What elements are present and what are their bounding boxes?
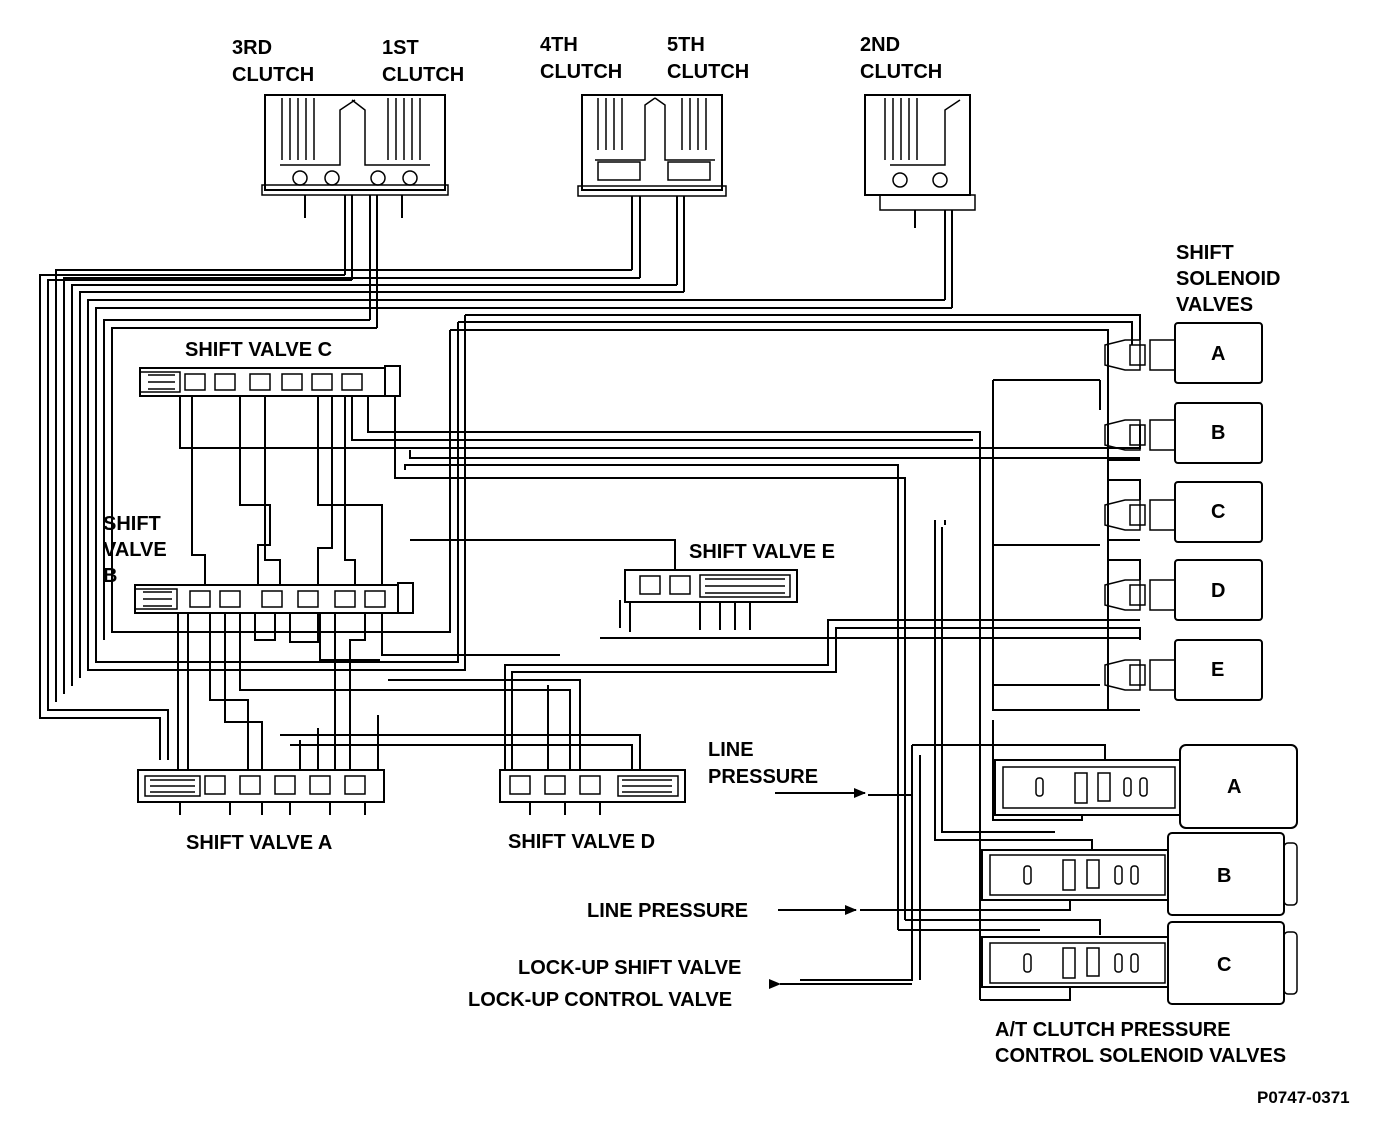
shift-solenoid-b — [1104, 402, 1263, 464]
label-5th-clutch-l2: CLUTCH — [667, 61, 749, 83]
shift-valve-d — [499, 769, 686, 815]
shift-valve-a — [137, 769, 385, 815]
label-shift-valve-e: SHIFT VALVE E — [689, 541, 835, 563]
label-shift-valve-c: SHIFT VALVE C — [185, 339, 332, 361]
label-lockup-control-valve: LOCK-UP CONTROL VALVE — [468, 989, 732, 1011]
shift-solenoid-b-letter: B — [1211, 422, 1225, 444]
label-1st-clutch-l1: 1ST — [382, 37, 419, 59]
shift-solenoid-e — [1104, 639, 1263, 701]
label-shift-valve-b-l2: VALVE — [103, 539, 167, 561]
shift-solenoid-a-letter: A — [1211, 343, 1225, 365]
label-line-pressure-top-l1: LINE — [708, 739, 754, 761]
label-1st-clutch-l2: CLUTCH — [382, 64, 464, 86]
label-5th-clutch-l1: 5TH — [667, 34, 705, 56]
label-shift-solenoid-l2: SOLENOID — [1176, 268, 1280, 290]
pressure-solenoid-c — [981, 921, 1298, 1005]
label-pressure-solenoid-l2: CONTROL SOLENOID VALVES — [995, 1045, 1286, 1067]
clutch-3rd-1st-assembly — [261, 94, 449, 328]
label-lockup-shift-valve: LOCK-UP SHIFT VALVE — [518, 957, 741, 979]
shift-solenoid-a — [1104, 322, 1263, 384]
hydraulic-lines — [39, 269, 1141, 1001]
label-shift-solenoid-l1: SHIFT — [1176, 242, 1234, 264]
label-pressure-solenoid-l1: A/T CLUTCH PRESSURE — [995, 1019, 1231, 1041]
shift-solenoid-e-letter: E — [1211, 659, 1224, 681]
shift-valve-e — [624, 569, 798, 603]
label-shift-valve-b-l3: B — [103, 565, 117, 587]
label-4th-clutch-l2: CLUTCH — [540, 61, 622, 83]
label-shift-valve-b-l1: SHIFT — [103, 513, 161, 535]
clutch-4th-5th-assembly — [577, 94, 727, 292]
shift-solenoid-d-letter: D — [1211, 580, 1225, 602]
label-line-pressure-mid: LINE PRESSURE — [587, 900, 748, 922]
label-shift-valve-a: SHIFT VALVE A — [186, 832, 332, 854]
label-shift-solenoid-l3: VALVES — [1176, 294, 1253, 316]
shift-solenoid-c — [1104, 481, 1263, 543]
pressure-solenoid-b — [981, 832, 1298, 916]
shift-solenoid-c-letter: C — [1211, 501, 1225, 523]
label-3rd-clutch-l2: CLUTCH — [232, 64, 314, 86]
shift-valve-c — [139, 365, 401, 397]
pressure-solenoid-a-letter: A — [1227, 776, 1241, 798]
pressure-solenoid-c-letter: C — [1217, 954, 1231, 976]
label-2nd-clutch-l2: CLUTCH — [860, 61, 942, 83]
shift-valve-b — [134, 582, 414, 614]
pressure-solenoid-a — [994, 744, 1298, 829]
clutch-2nd-assembly — [864, 94, 976, 308]
figure-id: P0747-0371 — [1257, 1088, 1350, 1107]
label-2nd-clutch-l1: 2ND — [860, 34, 900, 56]
pressure-solenoid-b-letter: B — [1217, 865, 1231, 887]
label-4th-clutch-l1: 4TH — [540, 34, 578, 56]
label-3rd-clutch-l1: 3RD — [232, 37, 272, 59]
label-line-pressure-top-l2: PRESSURE — [708, 766, 818, 788]
label-shift-valve-d: SHIFT VALVE D — [508, 831, 655, 853]
shift-solenoid-d — [1104, 559, 1263, 621]
